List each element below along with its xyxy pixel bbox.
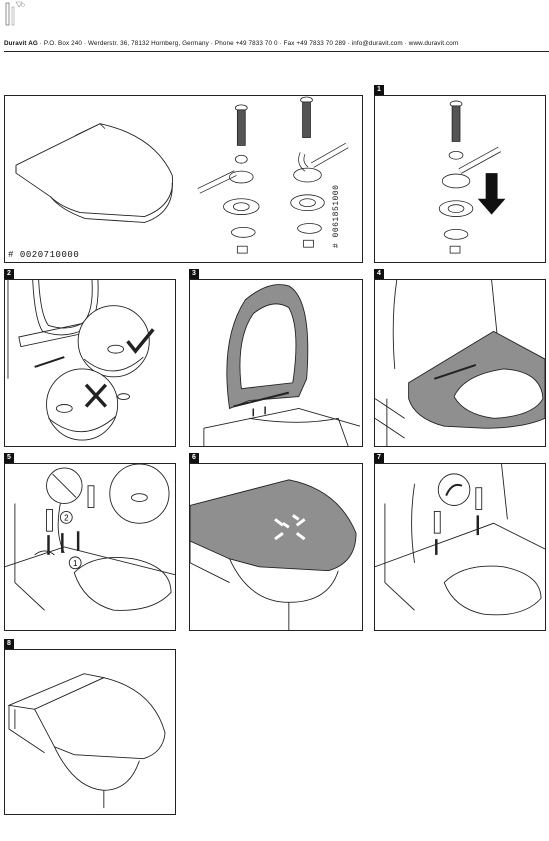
- step-7-illustration: [375, 464, 545, 616]
- step-4-panel: [374, 279, 546, 447]
- overview-illustration: [15, 96, 349, 254]
- step-5-panel: 1 2: [4, 463, 176, 631]
- overview-panel: # 0020710000 # 0061851000: [4, 95, 363, 263]
- step-6-illustration: [190, 479, 357, 630]
- step-5-label-first: 1: [73, 559, 77, 568]
- step-7-panel: [374, 463, 546, 631]
- step-4-illustration: [375, 280, 545, 446]
- step-3-illustration: [203, 284, 361, 446]
- company-address: · P.O. Box 240 · Werderstr. 36, 78132 Ho…: [37, 40, 459, 47]
- step-5-illustration: 1 2: [5, 464, 175, 611]
- company-header: Duravit AG · P.O. Box 240 · Werderstr. 3…: [4, 40, 458, 47]
- fitting-article-code: # 0061851000: [332, 184, 341, 248]
- company-name: Duravit AG: [4, 40, 38, 47]
- step-number-6: 6: [189, 453, 199, 463]
- step-number-4: 4: [374, 269, 384, 279]
- step-8-panel: [4, 649, 176, 815]
- step-3-panel: [189, 279, 363, 447]
- step-number-5: 5: [4, 453, 14, 463]
- step-6-panel: [189, 463, 363, 631]
- step-number-8: 8: [4, 639, 14, 649]
- step-1-illustration: [438, 100, 506, 254]
- mounted-arrows-icon: [274, 514, 306, 541]
- header-rule: [4, 51, 549, 52]
- duravit-logo-icon: [5, 1, 25, 26]
- step-2-illustration: [7, 280, 155, 441]
- step-1-panel: [374, 95, 546, 263]
- step-5-label-second: 2: [64, 513, 68, 522]
- step-number-7: 7: [374, 453, 384, 463]
- seat-article-code: # 0020710000: [8, 250, 80, 260]
- step-2-panel: [4, 279, 176, 447]
- step-number-3: 3: [189, 269, 199, 279]
- step-number-2: 2: [4, 269, 14, 279]
- step-number-1: 1: [374, 85, 384, 95]
- step-8-illustration: [7, 673, 166, 809]
